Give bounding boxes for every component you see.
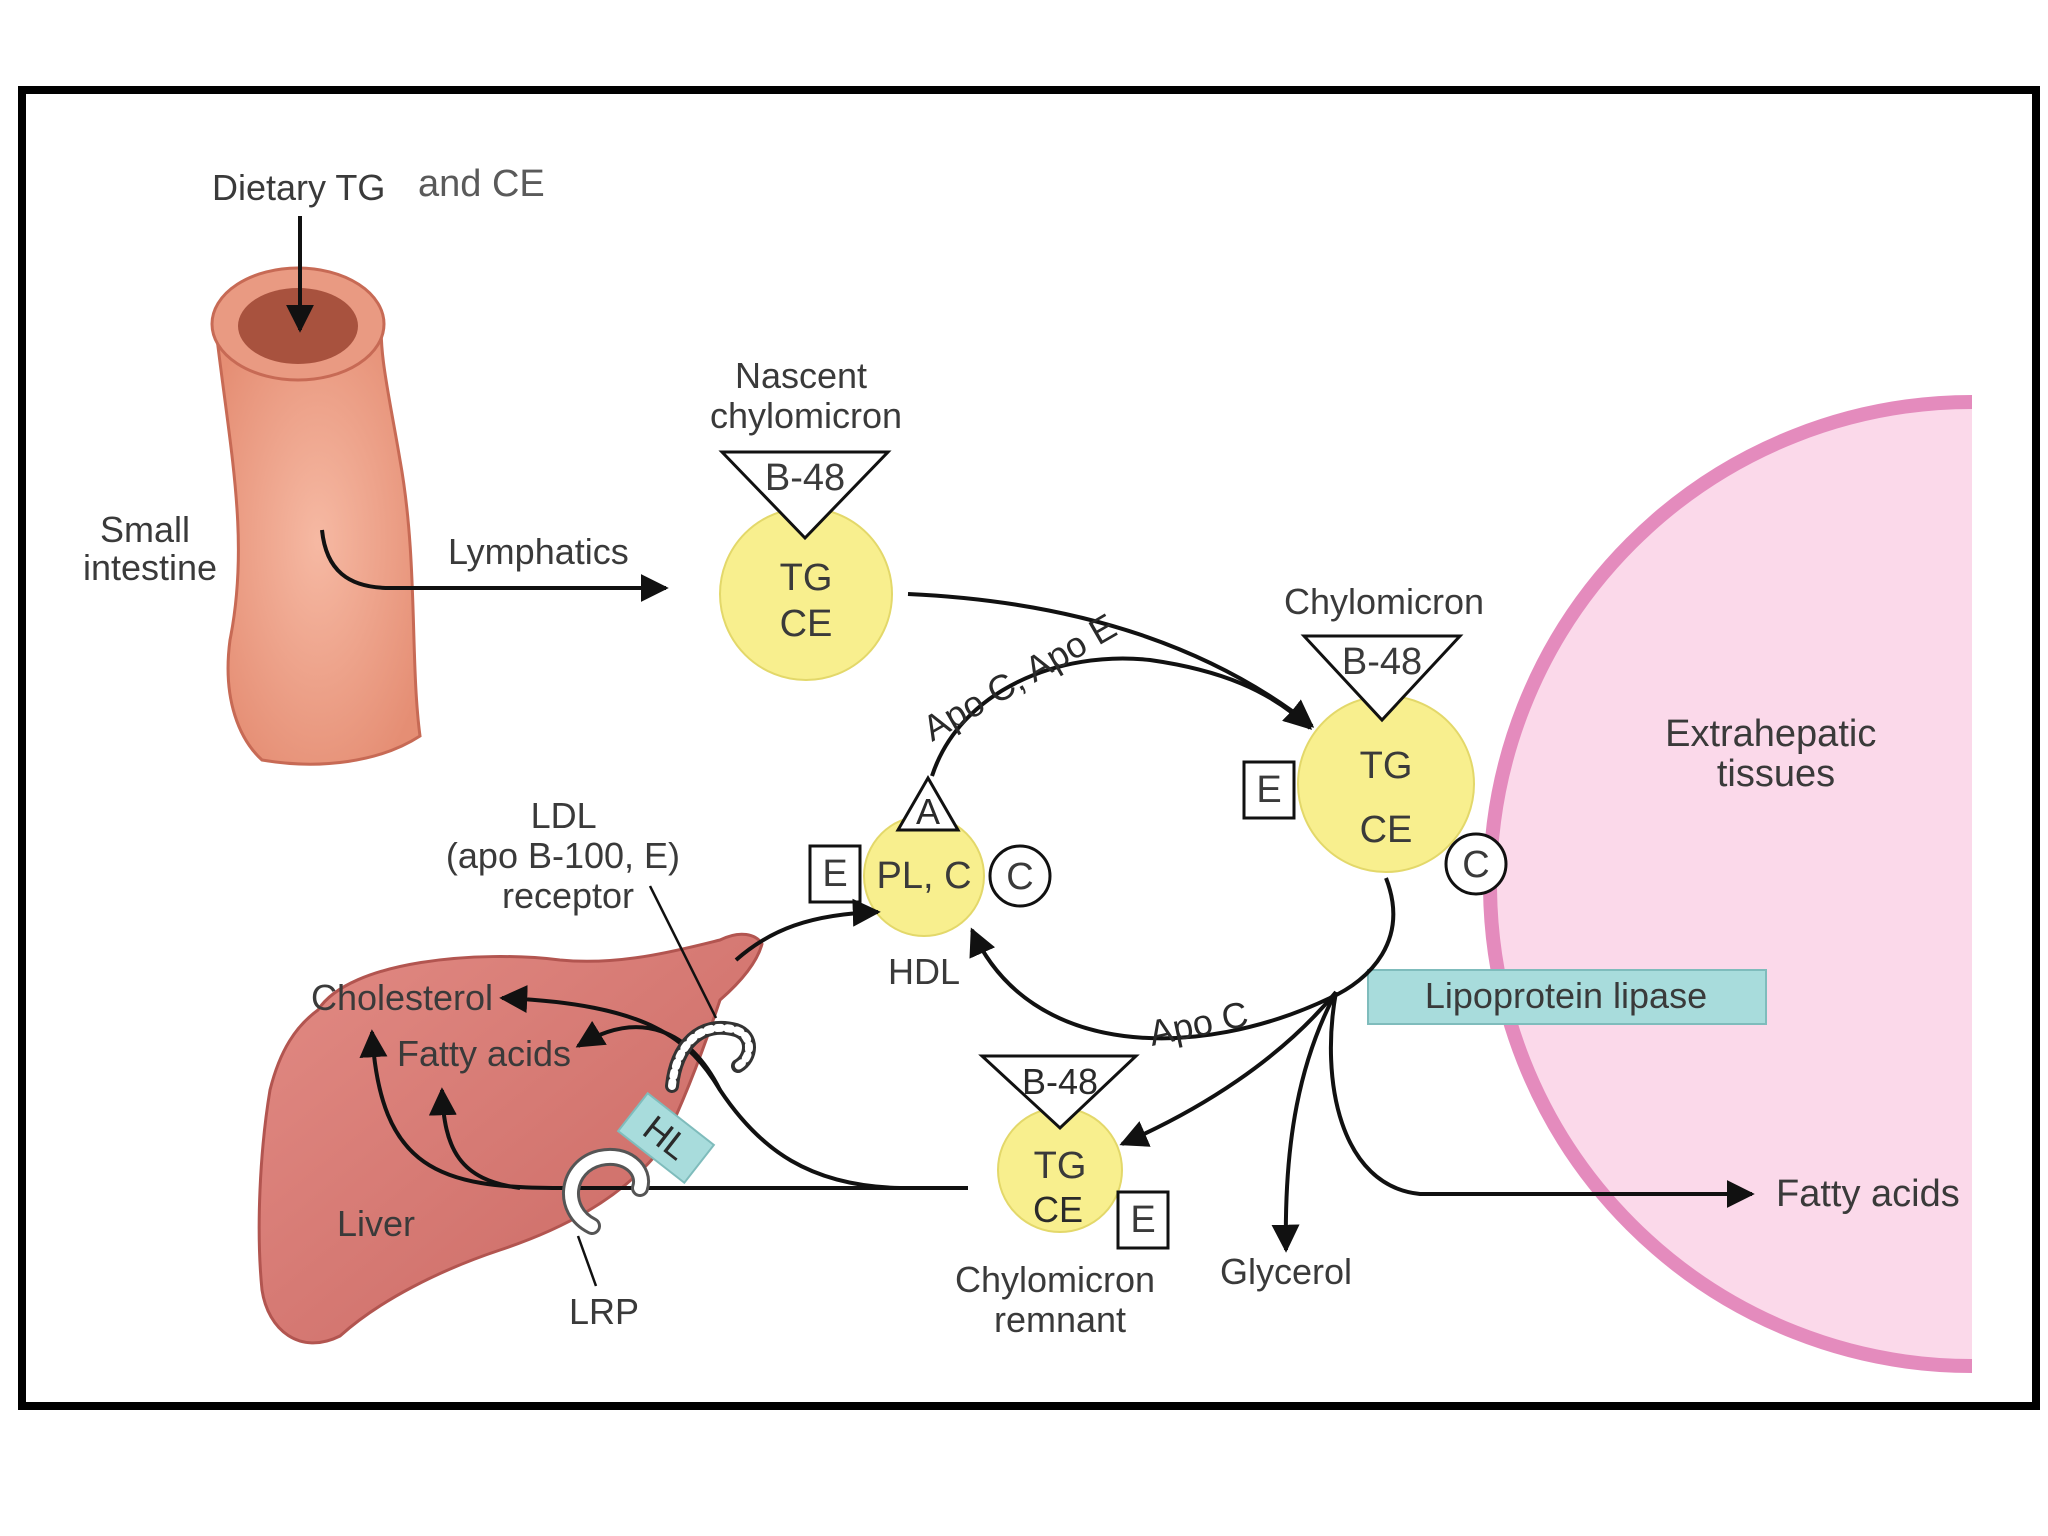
extrahepatic-tissues-label: Extrahepatic tissues <box>1665 713 1887 795</box>
cholesterol-label: Cholesterol <box>311 977 493 1018</box>
lymphatics-label: Lymphatics <box>448 531 629 572</box>
hdl-apoe-box <box>808 844 862 904</box>
remnant-ce-label: CE <box>1033 1189 1083 1230</box>
lrp-receptor-icon <box>562 1147 650 1235</box>
liver-internal-fatty-acids-arrow <box>428 1087 521 1190</box>
liver-to-hdl-arrow <box>734 898 881 962</box>
lrp-pointer <box>576 1235 598 1287</box>
remnant-apoe-box <box>1116 1190 1170 1250</box>
hdl-apoa-label: A <box>916 791 940 832</box>
small-intestine-illustration <box>210 266 422 766</box>
remnant-b48-triangle <box>978 1054 1140 1131</box>
ldl-receptor-pointer <box>648 885 718 1019</box>
small-intestine-label: Small intestine <box>83 509 217 588</box>
apo-c-return-arrow <box>969 877 1396 1041</box>
dietary-ce-label: and CE <box>418 163 545 205</box>
hdl-label: HDL <box>888 951 960 992</box>
lipoprotein-lipase-label: Lipoprotein lipase <box>1425 975 1707 1016</box>
glycerol-label: Glycerol <box>1220 1251 1352 1292</box>
ldl-receptor-icon <box>665 1020 756 1093</box>
fatty-acids-out-label: Fatty acids <box>1776 1173 1960 1215</box>
nascent-ce-label: CE <box>780 603 833 645</box>
hdl-apoc-circle <box>988 844 1052 908</box>
hdl-apoe-label: E <box>822 853 847 895</box>
remnant-b48-label: B-48 <box>1022 1061 1098 1102</box>
dietary-tg-label: Dietary TG <box>212 167 385 208</box>
nascent-chylomicron-label: Nascent chylomicron <box>710 355 902 436</box>
chylomicron-remnant-label: Chylomicron remnant <box>955 1259 1165 1340</box>
liver-label: Liver <box>337 1203 415 1244</box>
chylomicron-label: Chylomicron <box>1284 581 1484 622</box>
apo-c-e-transfer-arrow <box>930 656 1313 777</box>
liver-fatty-acids-label: Fatty acids <box>397 1033 571 1074</box>
nascent-b48-label: B-48 <box>765 457 845 499</box>
nascent-b48-triangle <box>718 450 892 541</box>
hdl-apoa-triangle <box>895 774 961 832</box>
chylomicron-apoc-label: C <box>1462 844 1489 886</box>
remnant-tg-label: TG <box>1034 1145 1087 1187</box>
remnant-apoe-label: E <box>1130 1199 1155 1241</box>
lymphatics-arrow <box>320 529 669 602</box>
glycerol-arrow <box>1271 991 1338 1253</box>
chylomicron-apoc-circle <box>1444 832 1508 896</box>
ldl-receptor-label: LDL (apo B-100, E) receptor <box>446 795 690 916</box>
lrp-label: LRP <box>569 1291 639 1332</box>
chylomicron-b48-label: B-48 <box>1342 641 1422 683</box>
chylomicron-apoe-box <box>1242 760 1296 820</box>
chylomicron-to-remnant-arrow <box>1119 990 1338 1147</box>
nascent-tg-label: TG <box>780 557 833 599</box>
chylomicron-apoe-label: E <box>1256 769 1281 811</box>
chylomicron-tg-label: TG <box>1360 745 1413 787</box>
chylomicron-ce-label: CE <box>1360 809 1413 851</box>
remnant-to-fatty-acids-arrow <box>575 1020 722 1091</box>
chylomicron-b48-triangle <box>1300 634 1464 723</box>
hdl-core-label: PL, C <box>876 855 971 897</box>
lipoprotein-lipase-box <box>1367 969 1767 1025</box>
fatty-acids-to-tissue-arrow <box>1328 991 1755 1208</box>
hdl-apoc-label: C <box>1006 856 1033 898</box>
